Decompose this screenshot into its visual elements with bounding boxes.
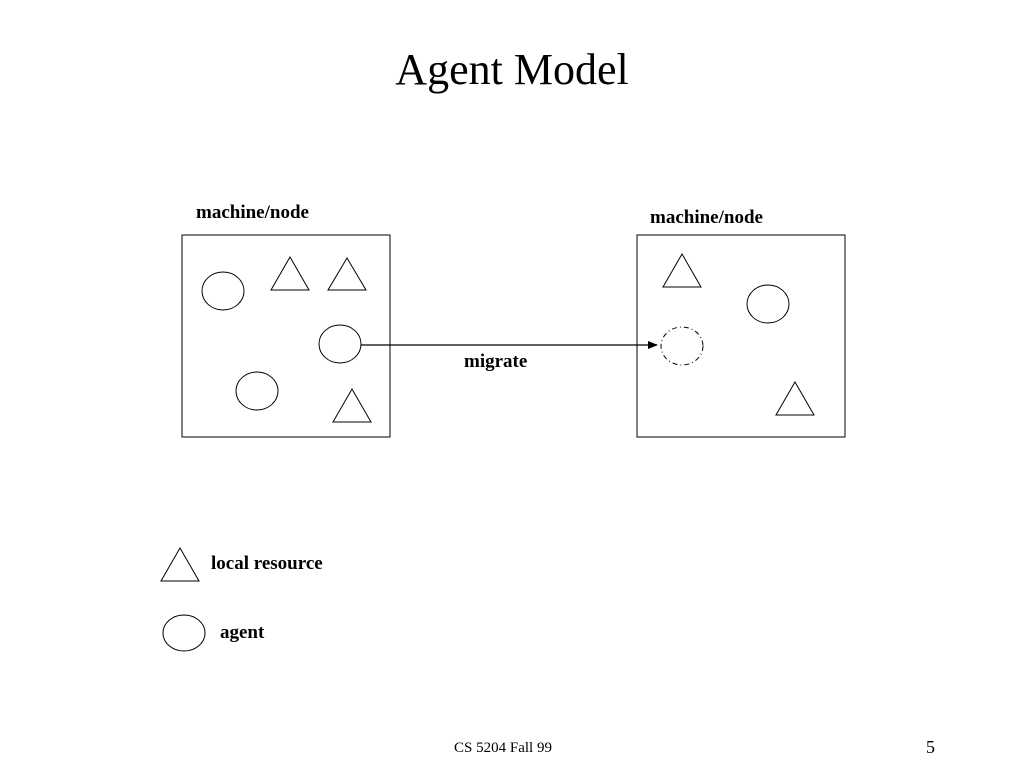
legend-circle-icon (162, 614, 206, 652)
agent-circle (201, 271, 245, 311)
legend-resource-label: local resource (211, 553, 323, 574)
left-node-label: machine/node (196, 202, 309, 223)
slide-footer: CS 5204 Fall 99 (454, 740, 552, 756)
left-node-box (181, 234, 391, 438)
right-node-label: machine/node (650, 207, 763, 228)
legend-agent-label: agent (220, 622, 265, 643)
migrate-label: migrate (464, 351, 528, 372)
agent-circle (235, 371, 279, 411)
resource-triangle (332, 387, 372, 423)
resource-triangle (270, 255, 310, 291)
legend-triangle-icon (160, 546, 200, 582)
resource-triangle (327, 257, 367, 291)
slide-title: Agent Model (395, 45, 629, 94)
arriving-agent-dashed-circle (660, 326, 704, 366)
page-number: 5 (926, 737, 935, 757)
migrating-agent-circle (318, 324, 362, 364)
right-node-box (636, 234, 846, 438)
agent-circle (746, 284, 790, 324)
resource-triangle (662, 252, 702, 288)
resource-triangle (775, 380, 815, 416)
